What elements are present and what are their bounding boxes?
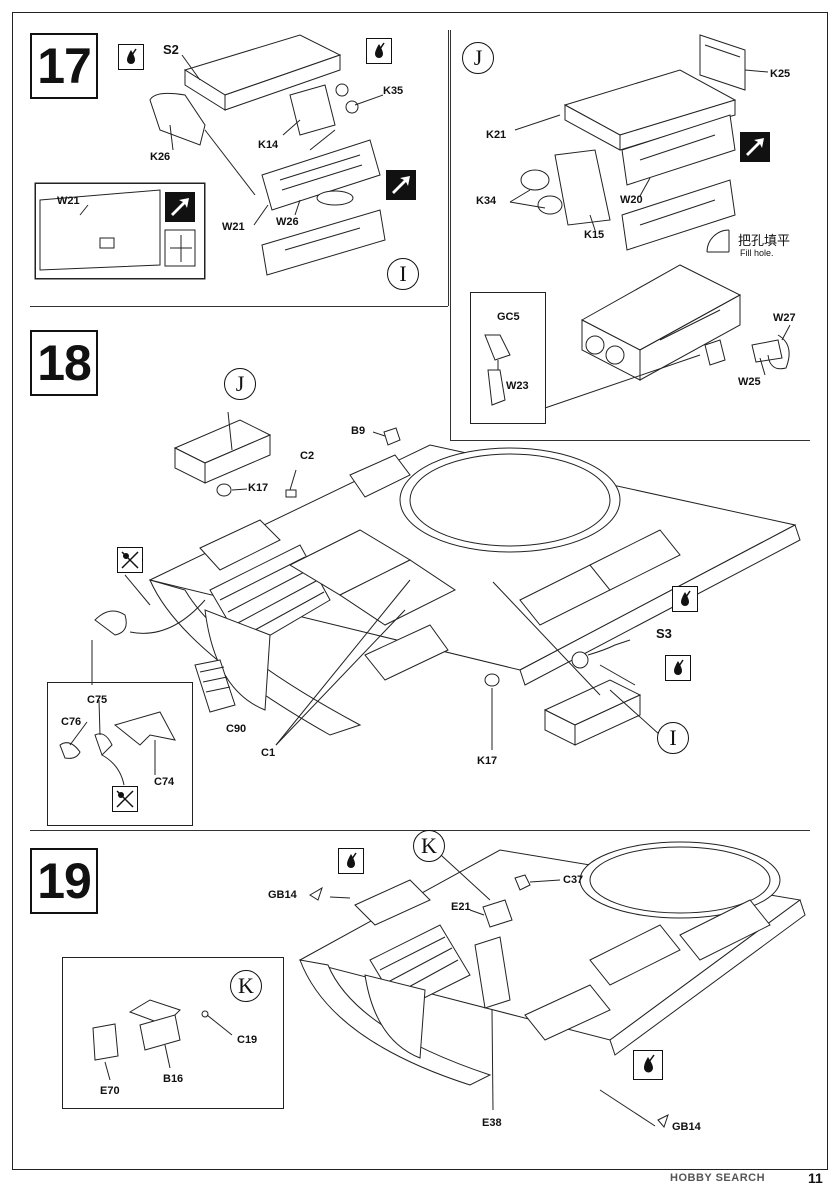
part-label-c75: C75 — [87, 694, 108, 706]
part-label-b16: B16 — [163, 1073, 184, 1085]
step-19-number: 19 — [30, 848, 98, 914]
part-label-c90: C90 — [226, 723, 247, 735]
part-label-k25: K25 — [770, 68, 791, 80]
divider-step17-step18 — [30, 306, 448, 307]
cement-glue-icon — [366, 38, 392, 64]
cement-glue-icon — [118, 44, 144, 70]
part-label-w27: W27 — [773, 312, 796, 324]
gc5-w23-inset-box — [470, 292, 546, 424]
part-label-k21: K21 — [486, 129, 507, 141]
cement-glue-icon — [633, 1050, 663, 1080]
part-label-w21: W21 — [222, 221, 245, 233]
k-inset-box — [62, 957, 284, 1109]
part-label-w23: W23 — [506, 380, 529, 392]
part-label-s2: S2 — [163, 42, 179, 57]
part-label-w26: W26 — [276, 216, 299, 228]
cut-off-part-icon — [112, 786, 138, 812]
reverse-side-icon — [386, 170, 416, 200]
divider-j-box-bottom — [450, 440, 810, 441]
part-label-w25: W25 — [738, 376, 761, 388]
step-17-number: 17 — [30, 33, 98, 99]
reverse-side-icon — [165, 192, 195, 222]
part-label-e21: E21 — [451, 901, 471, 913]
fill-hole-note-chinese: 把孔填平 — [738, 234, 791, 249]
subassembly-marker-k: K — [413, 830, 445, 862]
subassembly-marker-j: J — [224, 368, 256, 400]
part-label-k26: K26 — [150, 151, 171, 163]
part-label-gb14-top: GB14 — [268, 889, 297, 901]
part-label-w21-inset: W21 — [57, 195, 80, 207]
part-label-c2: C2 — [300, 450, 315, 462]
reverse-side-icon — [740, 132, 770, 162]
subassembly-marker-i: I — [387, 258, 419, 290]
cement-glue-icon — [672, 586, 698, 612]
part-label-gc5: GC5 — [497, 311, 520, 323]
divider-j-box-left — [450, 30, 451, 440]
page-number: 11 — [808, 1170, 823, 1186]
fill-hole-note-english: Fill hole. — [740, 248, 774, 258]
w21-inset-box — [35, 183, 205, 279]
part-label-k35: K35 — [383, 85, 404, 97]
part-label-c19: C19 — [237, 1034, 258, 1046]
page-frame — [12, 12, 828, 1170]
subassembly-marker-k: K — [230, 970, 262, 1002]
subassembly-marker-i: I — [657, 722, 689, 754]
part-label-c37: C37 — [563, 874, 584, 886]
cement-glue-icon — [338, 848, 364, 874]
part-label-s3: S3 — [656, 626, 672, 641]
part-label-k17-bottom: K17 — [477, 755, 498, 767]
part-label-c76: C76 — [61, 716, 82, 728]
part-label-c74: C74 — [154, 776, 175, 788]
part-label-k14: K14 — [258, 139, 279, 151]
part-label-b9: B9 — [351, 425, 366, 437]
part-label-e38: E38 — [482, 1117, 502, 1129]
part-label-e70: E70 — [100, 1085, 120, 1097]
cement-glue-icon — [665, 655, 691, 681]
part-label-k17-top: K17 — [248, 482, 269, 494]
subassembly-marker-j: J — [462, 42, 494, 74]
part-label-k15: K15 — [584, 229, 605, 241]
hobby-search-watermark: HOBBY SEARCH — [670, 1172, 766, 1184]
c74-inset-box — [47, 682, 193, 826]
cut-off-part-icon — [117, 547, 143, 573]
divider-step17-left-right — [448, 30, 449, 306]
part-label-w20: W20 — [620, 194, 643, 206]
part-label-k34: K34 — [476, 195, 497, 207]
part-label-gb14-bottom: GB14 — [672, 1121, 701, 1133]
part-label-c1: C1 — [261, 747, 276, 759]
divider-step18-step19 — [30, 830, 810, 831]
step-18-number: 18 — [30, 330, 98, 396]
